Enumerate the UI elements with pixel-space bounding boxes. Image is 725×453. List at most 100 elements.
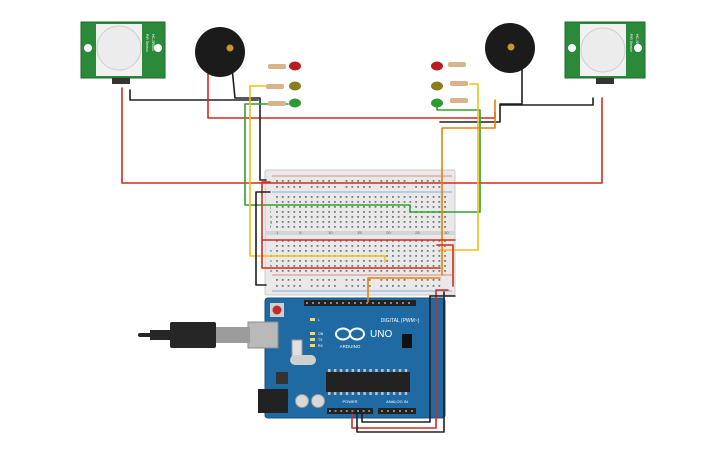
breadboard-rail-hole	[345, 279, 348, 281]
breadboard-hole	[345, 216, 348, 218]
resistor-right-2	[450, 81, 468, 86]
breadboard-hole	[403, 206, 406, 208]
analog-pin-hole	[405, 410, 407, 412]
power-pin-hole	[351, 410, 354, 412]
breadboard-rail-hole	[351, 180, 354, 182]
breadboard-hole	[432, 250, 435, 252]
arduino-brand-text: ARDUINO	[340, 344, 361, 349]
breadboard-column-label: 20	[386, 230, 391, 235]
breadboard-rail-hole	[357, 285, 359, 287]
breadboard-rail-hole	[368, 180, 371, 182]
breadboard-hole	[363, 260, 365, 262]
breadboard-hole	[409, 265, 412, 267]
breadboard-row-letter: c	[270, 258, 272, 263]
resistor-left-2	[266, 84, 284, 89]
breadboard-hole	[374, 260, 377, 262]
breadboard-rail-hole	[363, 186, 365, 188]
breadboard-hole	[392, 206, 394, 208]
chip-pin-top	[375, 369, 378, 372]
pir-right-mount-hole-left	[568, 44, 576, 52]
breadboard-column-label: 5	[299, 230, 302, 235]
breadboard-hole	[374, 240, 377, 242]
breadboard-hole	[310, 260, 313, 262]
breadboard-rail-hole	[287, 186, 290, 188]
capacitor-2	[311, 394, 325, 408]
breadboard-hole	[415, 255, 417, 257]
breadboard-hole	[421, 265, 423, 267]
breadboard-hole	[368, 211, 371, 213]
breadboard-hole	[334, 226, 336, 228]
breadboard-rail-hole	[415, 186, 417, 188]
breadboard-hole	[281, 216, 284, 218]
power-header	[327, 408, 373, 414]
breadboard-hole	[392, 221, 394, 223]
breadboard-hole	[368, 240, 371, 242]
wire-orange-arduino-signal	[367, 277, 441, 303]
breadboard-hole	[316, 196, 319, 198]
breadboard-hole	[438, 270, 441, 272]
breadboard-hole	[322, 245, 325, 247]
breadboard-hole	[397, 260, 400, 262]
breadboard-hole	[368, 250, 371, 252]
breadboard-hole	[276, 260, 278, 262]
breadboard-hole	[328, 250, 330, 252]
breadboard-hole	[305, 211, 307, 213]
analog-pin-hole	[381, 410, 383, 412]
breadboard-hole	[368, 260, 371, 262]
breadboard-hole	[403, 196, 406, 198]
breadboard-hole	[334, 265, 336, 267]
breadboard-hole	[444, 245, 446, 247]
breadboard-hole	[368, 245, 371, 247]
breadboard-hole	[357, 250, 359, 252]
breadboard-hole	[409, 240, 412, 242]
breadboard-hole	[293, 265, 296, 267]
chip-pin-bottom	[345, 392, 349, 395]
breadboard-hole	[281, 240, 284, 242]
breadboard-hole	[316, 211, 319, 213]
breadboard-hole	[287, 240, 290, 242]
pir-right-label-a: PIR Sensor	[629, 34, 633, 53]
breadboard-rail-hole	[426, 279, 429, 281]
breadboard-hole	[281, 226, 284, 228]
breadboard-hole	[345, 206, 348, 208]
breadboard-rail-hole	[299, 186, 301, 188]
breadboard-hole	[374, 270, 377, 272]
chip-pin-top	[357, 369, 360, 372]
led-on-indicator	[310, 332, 315, 335]
digital-pin-hole	[372, 302, 374, 304]
breadboard-rail-hole	[316, 285, 319, 287]
breadboard-hole	[322, 240, 325, 242]
digital-pin-hole	[366, 302, 368, 304]
breadboard-hole	[328, 221, 330, 223]
breadboard-hole	[368, 270, 371, 272]
chip-pin-bottom	[392, 392, 396, 395]
breadboard-rail-hole	[276, 285, 278, 287]
breadboard-hole	[392, 211, 394, 213]
breadboard-hole	[293, 226, 296, 228]
breadboard-hole	[368, 201, 371, 203]
breadboard-hole	[339, 226, 342, 228]
breadboard-rail-hole	[392, 180, 394, 182]
chip-pin-top	[328, 369, 331, 372]
breadboard-hole	[351, 196, 354, 198]
chip-pin-bottom	[333, 392, 337, 395]
buzzer-left	[195, 27, 245, 77]
breadboard-hole	[415, 226, 417, 228]
breadboard-hole	[287, 201, 290, 203]
breadboard-rail-hole	[397, 186, 400, 188]
breadboard-hole	[299, 216, 301, 218]
breadboard-hole	[426, 250, 429, 252]
breadboard-hole	[363, 221, 365, 223]
breadboard-hole	[380, 245, 383, 247]
breadboard-column-label: 1	[276, 230, 279, 235]
digital-pin-hole	[336, 302, 338, 304]
breadboard-hole	[392, 216, 394, 218]
reset-button[interactable]	[272, 305, 282, 315]
digital-pin-hole	[402, 302, 404, 304]
breadboard-hole	[305, 260, 307, 262]
breadboard-rail-hole	[363, 285, 365, 287]
breadboard-hole	[363, 240, 365, 242]
breadboard-hole	[328, 260, 330, 262]
breadboard-hole	[334, 201, 336, 203]
breadboard-hole	[299, 245, 301, 247]
